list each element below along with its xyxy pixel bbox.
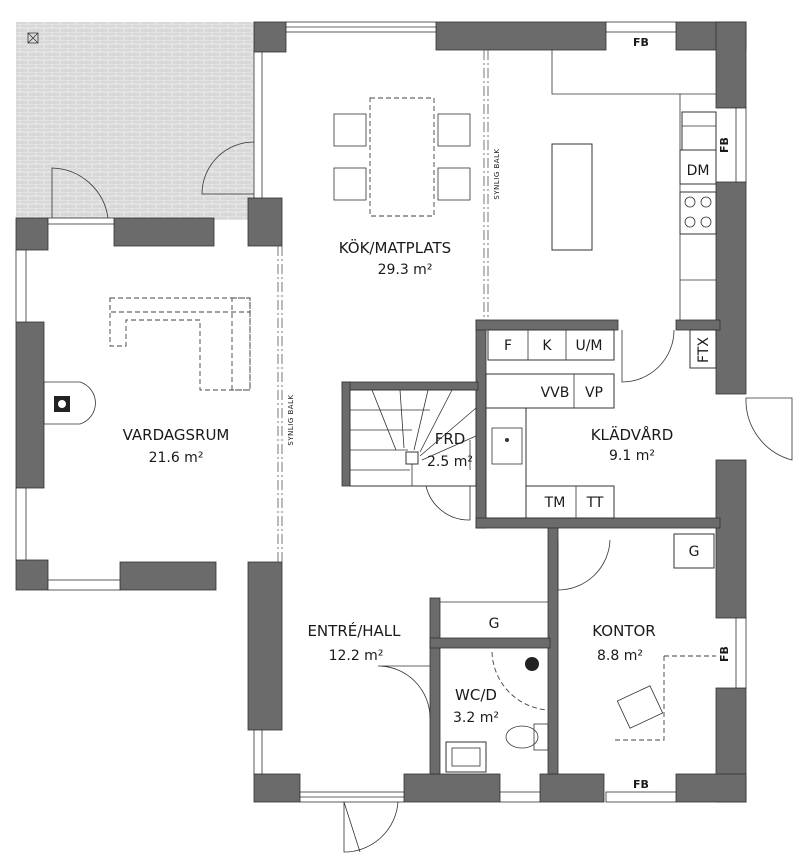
um-label: U/M (575, 338, 602, 354)
living-fixtures (43, 297, 251, 425)
beam-labels: SYNLIG BALK SYNLIG BALK (287, 148, 501, 445)
dm-label: DM (687, 163, 710, 179)
synlig-balk-label-1: SYNLIG BALK (287, 394, 295, 445)
tm-label: TM (544, 495, 566, 511)
g-label-kontor: G (689, 544, 700, 560)
room-area-entre: 12.2 m² (329, 648, 384, 664)
room-name-kok: KÖK/MATPLATS (339, 238, 451, 257)
fb-label-right-bottom: FB (718, 646, 731, 662)
fixture-labels: FB FB FB FB DM FTX F K U/M VVB VP TM TT … (489, 36, 731, 791)
room-area-vardagsrum: 21.6 m² (149, 450, 204, 466)
fb-label-right-top: FB (718, 137, 731, 153)
room-labels: KÖK/MATPLATS 29.3 m² VARDAGSRUM 21.6 m² … (123, 238, 674, 726)
room-name-kladvard: KLÄDVÅRD (591, 425, 674, 444)
room-area-kontor: 8.8 m² (597, 648, 643, 664)
doors (51, 141, 793, 853)
ftx-label: FTX (696, 337, 712, 363)
fb-label-bottom: FB (633, 778, 649, 791)
f-label: F (504, 338, 512, 354)
synlig-balk-label-2: SYNLIG BALK (493, 148, 501, 199)
room-name-frd: FRD (435, 430, 466, 448)
room-area-kladvard: 9.1 m² (609, 448, 655, 464)
room-area-frd: 2.5 m² (427, 454, 473, 470)
room-area-kok: 29.3 m² (378, 262, 433, 278)
kitchen-fixtures (333, 50, 717, 369)
g-label-hall: G (489, 616, 500, 632)
room-name-kontor: KONTOR (592, 622, 655, 640)
room-name-vardagsrum: VARDAGSRUM (123, 426, 230, 444)
vvb-label: VVB (541, 385, 570, 401)
stairs (349, 389, 477, 487)
vp-label: VP (585, 385, 603, 401)
tt-label: TT (586, 495, 604, 511)
k-label: K (542, 338, 552, 354)
structural-lines (277, 50, 489, 562)
patio (16, 22, 254, 220)
wc-fixtures (445, 657, 549, 773)
office-fixtures (612, 533, 716, 741)
walls (15, 21, 747, 803)
room-name-wc: WC/D (455, 686, 497, 704)
laundry-fixtures (485, 373, 615, 519)
room-name-entre: ENTRÉ/HALL (307, 621, 401, 640)
windows (15, 21, 747, 803)
fb-label-top: FB (633, 36, 649, 49)
room-area-wc: 3.2 m² (453, 710, 499, 726)
